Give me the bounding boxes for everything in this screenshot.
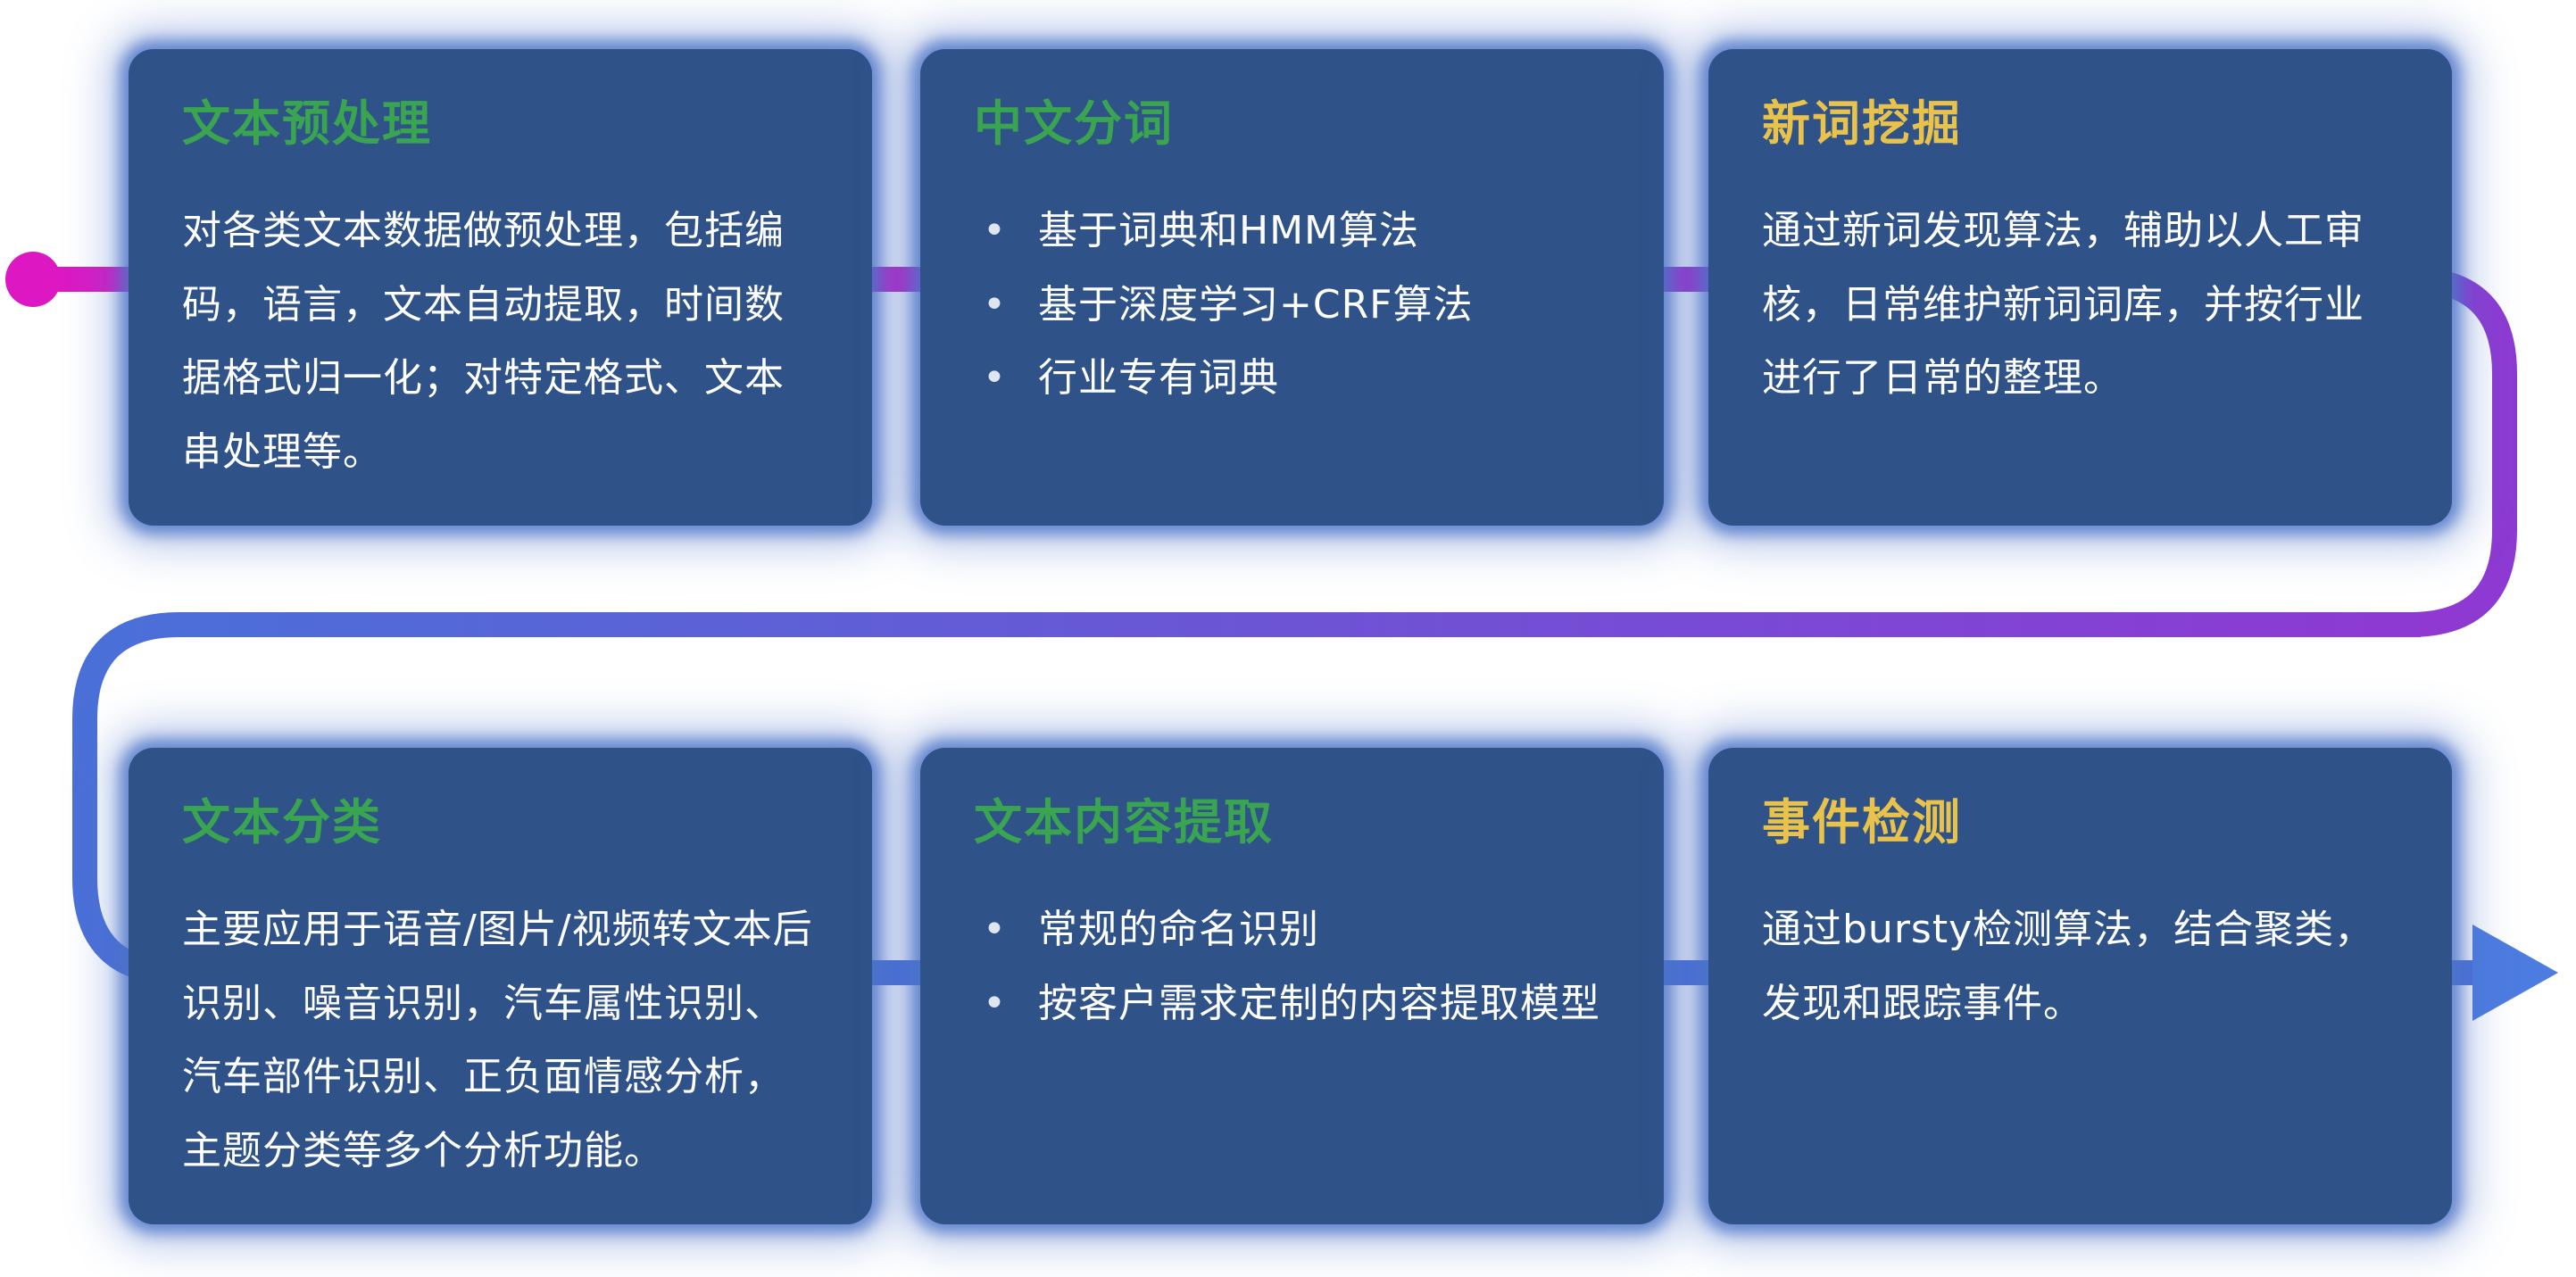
card-chinese-word-segmentation: 中文分词 基于词典和HMM算法 基于深度学习+CRF算法 行业专有词典 (920, 49, 1664, 526)
list-item: 基于深度学习+CRF算法 (974, 269, 1610, 343)
card-title: 事件检测 (1762, 794, 1962, 850)
card-title: 新词挖掘 (1762, 95, 1962, 152)
card-event-detection: 事件检测 通过bursty检测算法，结合聚类，发现和跟踪事件。 (1708, 748, 2452, 1224)
card-text-content-extraction: 文本内容提取 常规的命名识别 按客户需求定制的内容提取模型 (920, 748, 1664, 1224)
card-body-text: 通过新词发现算法，辅助以人工审核，日常维护新词词库，并按行业进行了日常的整理。 (1762, 207, 2364, 402)
feature-list: 常规的命名识别 按客户需求定制的内容提取模型 (974, 893, 1610, 1041)
flow-segment-top (33, 267, 2517, 637)
flow-segment-middle (72, 612, 2421, 985)
card-body-text: 对各类文本数据做预处理，包括编码，语言，文本自动提取，时间数据格式归一化；对特定… (182, 207, 785, 475)
list-item: 按客户需求定制的内容提取模型 (974, 967, 1610, 1041)
card-text-classification: 文本分类 主要应用于语音/图片/视频转文本后识别、噪音识别，汽车属性识别、汽车部… (129, 748, 872, 1224)
flow-start-dot (5, 252, 61, 307)
flow-end-arrow-icon (2472, 925, 2558, 1021)
card-body-text: 通过bursty检测算法，结合聚类，发现和跟踪事件。 (1762, 906, 2375, 1026)
card-title: 中文分词 (974, 95, 1174, 152)
card-title: 文本预处理 (182, 95, 432, 152)
list-item: 常规的命名识别 (974, 893, 1610, 967)
card-new-word-mining: 新词挖掘 通过新词发现算法，辅助以人工审核，日常维护新词词库，并按行业进行了日常… (1708, 49, 2452, 526)
card-title: 文本内容提取 (974, 794, 1274, 850)
list-item: 行业专有词典 (974, 342, 1610, 416)
card-body-text: 主要应用于语音/图片/视频转文本后识别、噪音识别，汽车属性识别、汽车部件识别、正… (182, 906, 813, 1173)
feature-list: 基于词典和HMM算法 基于深度学习+CRF算法 行业专有词典 (974, 195, 1610, 416)
card-text-preprocessing: 文本预处理 对各类文本数据做预处理，包括编码，语言，文本自动提取，时间数据格式归… (129, 49, 872, 526)
list-item: 基于词典和HMM算法 (974, 195, 1610, 269)
card-title: 文本分类 (182, 794, 382, 850)
